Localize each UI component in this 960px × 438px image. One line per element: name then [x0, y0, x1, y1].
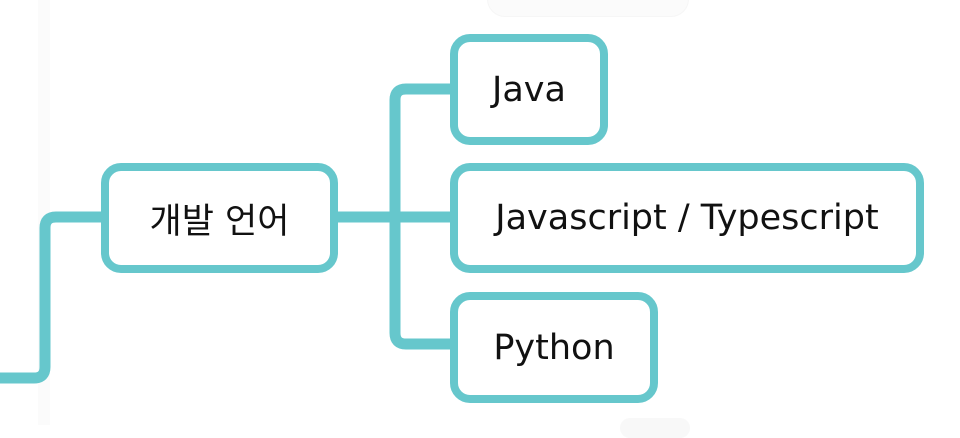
root-node-label: 개발 언어	[149, 201, 290, 242]
child-node-label: Java	[492, 69, 566, 110]
connector-trunk-to-python	[389, 217, 454, 350]
root-node-dev-languages[interactable]: 개발 언어	[101, 163, 338, 273]
child-node-label: Python	[493, 327, 615, 368]
mind-map-canvas: 개발 언어 Java Javascript / Typescript Pytho…	[0, 0, 924, 403]
child-node-java[interactable]: Java	[450, 34, 608, 145]
connector-parent-to-root	[0, 211, 104, 384]
child-node-javascript-typescript[interactable]: Javascript / Typescript	[450, 163, 924, 273]
child-node-label: Javascript / Typescript	[495, 198, 879, 238]
connector-trunk-to-java	[389, 83, 454, 217]
child-node-python[interactable]: Python	[450, 292, 658, 403]
connector-lines	[0, 83, 454, 384]
